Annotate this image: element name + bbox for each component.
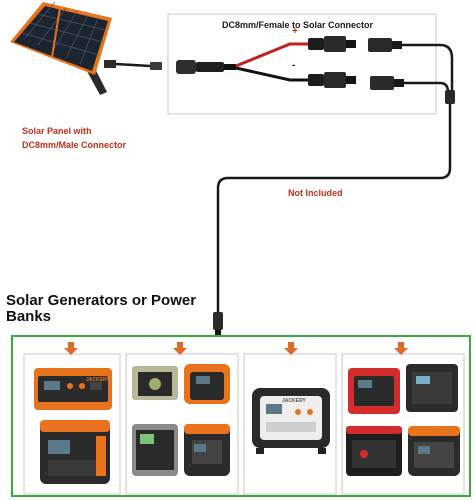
- plus-label: +: [292, 26, 298, 37]
- adapter-cable-image: [176, 36, 356, 88]
- generator-3-image: [252, 388, 330, 454]
- device-brand-tag-3: JACKERY: [282, 398, 306, 404]
- generators-title-line1: Solar Generators or Power: [6, 292, 197, 309]
- generator-4-image: [346, 364, 460, 476]
- adapter-title: DC8mm/Female to Solar Connector: [222, 20, 374, 30]
- generators-title-line2: Banks: [6, 308, 52, 325]
- not-included-label: Not Included: [288, 188, 343, 198]
- minus-label: -: [292, 60, 296, 71]
- solar-panel-image: [10, 1, 162, 95]
- generator-2-image: [132, 364, 230, 476]
- extension-cable-image: [213, 38, 455, 335]
- panel-caption-line1: Solar Panel with: [22, 126, 92, 136]
- arrows: [64, 342, 408, 355]
- device-brand-tag-1: JACKERY: [86, 377, 110, 383]
- panel-caption-line2: DC8mm/Male Connector: [22, 140, 127, 150]
- generator-1-image: [34, 368, 112, 484]
